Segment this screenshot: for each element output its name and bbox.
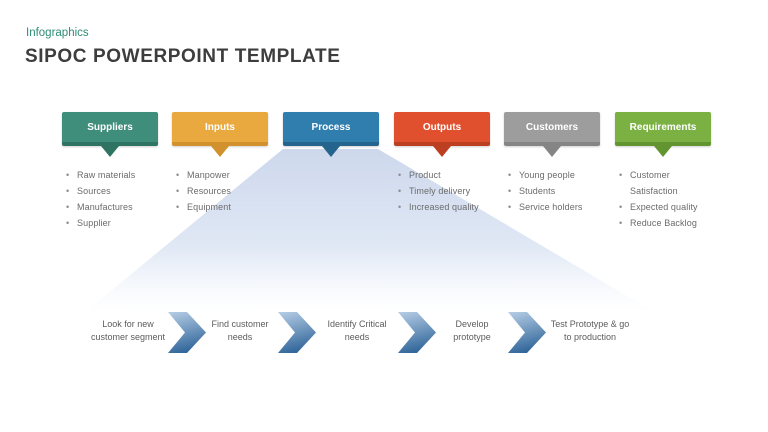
pointer-tail-icon [654,146,672,157]
flow-step: Identify Critical needs [327,319,387,342]
list-item: Students [506,183,600,199]
list-item: Manpower [174,167,268,183]
list-item: Service holders [506,199,600,215]
column-header-label: Process [311,121,351,133]
column-header: Requirements [615,112,711,146]
flow-step: Look for new customer segment [90,319,166,342]
pointer-tail-icon [433,146,451,157]
page-title: SIPOC POWERPOINT TEMPLATE [25,46,341,67]
flow-step: Test Prototype & go to production [550,319,630,342]
list-item: Supplier [64,215,158,231]
list-item: Increased quality [396,199,490,215]
list-item: Expected quality [617,199,711,215]
column-header-label: Suppliers [87,121,133,133]
list-item: Product [396,167,490,183]
column-header-label: Inputs [205,121,235,133]
arrow-chevron-icon [508,312,546,353]
column-header: Customers [504,112,600,146]
sipoc-column-requirements: Requirements Customer Satisfaction Expec… [615,112,711,231]
list-item: Reduce Backlog [617,215,711,231]
sipoc-column-inputs: Inputs Manpower Resources Equipment [172,112,268,215]
column-header-label: Requirements [629,121,697,133]
pointer-tail-icon [101,146,119,157]
column-header: Process [283,112,379,146]
pointer-tail-icon [211,146,229,157]
list-item: Customer Satisfaction [617,167,711,199]
sipoc-column-customers: Customers Young people Students Service … [504,112,600,215]
arrow-chevron-icon [168,312,206,353]
sipoc-column-outputs: Outputs Product Timely delivery Increase… [394,112,490,215]
list-item: Young people [506,167,600,183]
list-item: Resources [174,183,268,199]
column-bullet-list: Manpower Resources Equipment [172,167,268,215]
column-bullet-list: Product Timely delivery Increased qualit… [394,167,490,215]
flow-step: Develop prototype [453,319,491,342]
flow-step: Find customer needs [211,319,269,342]
column-bullet-list: Young people Students Service holders [504,167,600,215]
sipoc-column-process: Process [283,112,379,157]
arrow-chevron-icon [398,312,436,353]
sipoc-column-suppliers: Suppliers Raw materials Sources Manufact… [62,112,158,231]
column-header: Suppliers [62,112,158,146]
column-header-label: Customers [525,121,579,133]
arrow-chevron-icon [278,312,316,353]
list-item: Manufactures [64,199,158,215]
column-bullet-list: Customer Satisfaction Expected quality R… [615,167,711,231]
eyebrow-label: Infographics [26,27,89,39]
column-bullet-list: Raw materials Sources Manufactures Suppl… [62,167,158,231]
list-item: Timely delivery [396,183,490,199]
list-item: Equipment [174,199,268,215]
pointer-tail-icon [543,146,561,157]
list-item: Raw materials [64,167,158,183]
list-item: Sources [64,183,158,199]
column-header: Inputs [172,112,268,146]
pointer-tail-icon [322,146,340,157]
column-header: Outputs [394,112,490,146]
column-header-label: Outputs [422,121,462,133]
